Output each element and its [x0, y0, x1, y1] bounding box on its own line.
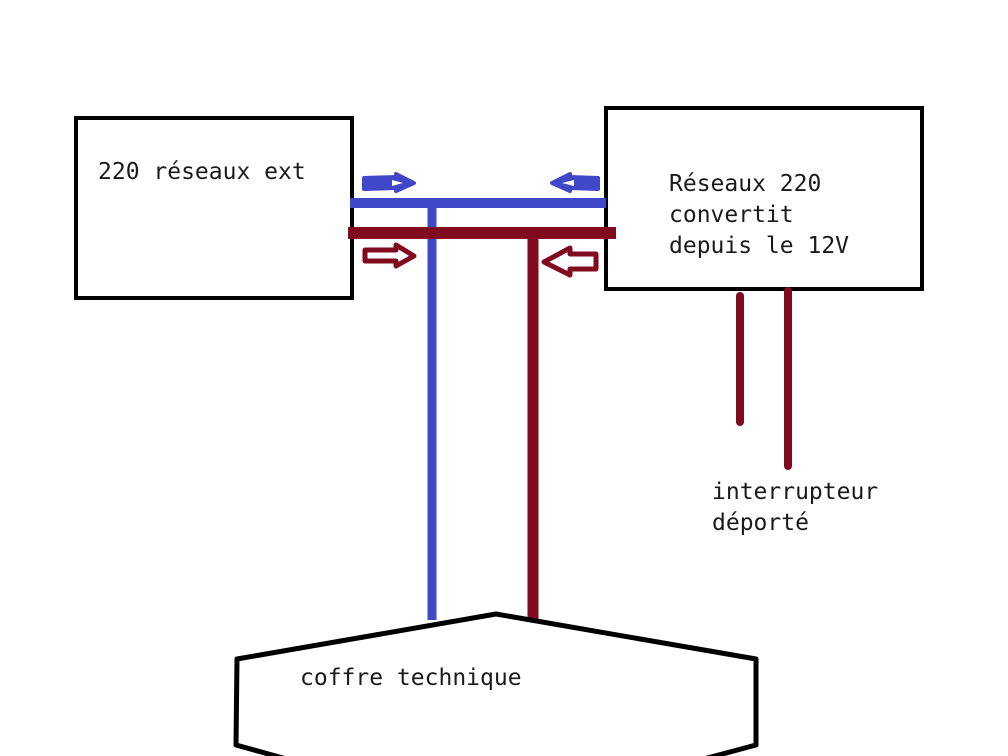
blue-arrow-right-icon: [362, 172, 416, 193]
switch-label-line2: déporté: [712, 510, 809, 536]
box-left-label: 220 réseaux ext: [98, 159, 306, 185]
red-arrow-right-icon: [362, 242, 417, 269]
chest-label: coffre technique: [300, 665, 522, 691]
switch-label-line1: interrupteur: [712, 479, 879, 505]
box-220-external-network: [74, 116, 354, 300]
box-right-label-line3: depuis le 12V: [669, 233, 850, 259]
box-right-label-line2: convertit: [669, 202, 794, 228]
box-right-label-line1: Réseaux 220: [669, 171, 822, 197]
technical-chest-shape: [233, 611, 759, 756]
red-arrow-left-icon: [541, 245, 599, 278]
blue-arrow-left-icon: [550, 172, 600, 193]
